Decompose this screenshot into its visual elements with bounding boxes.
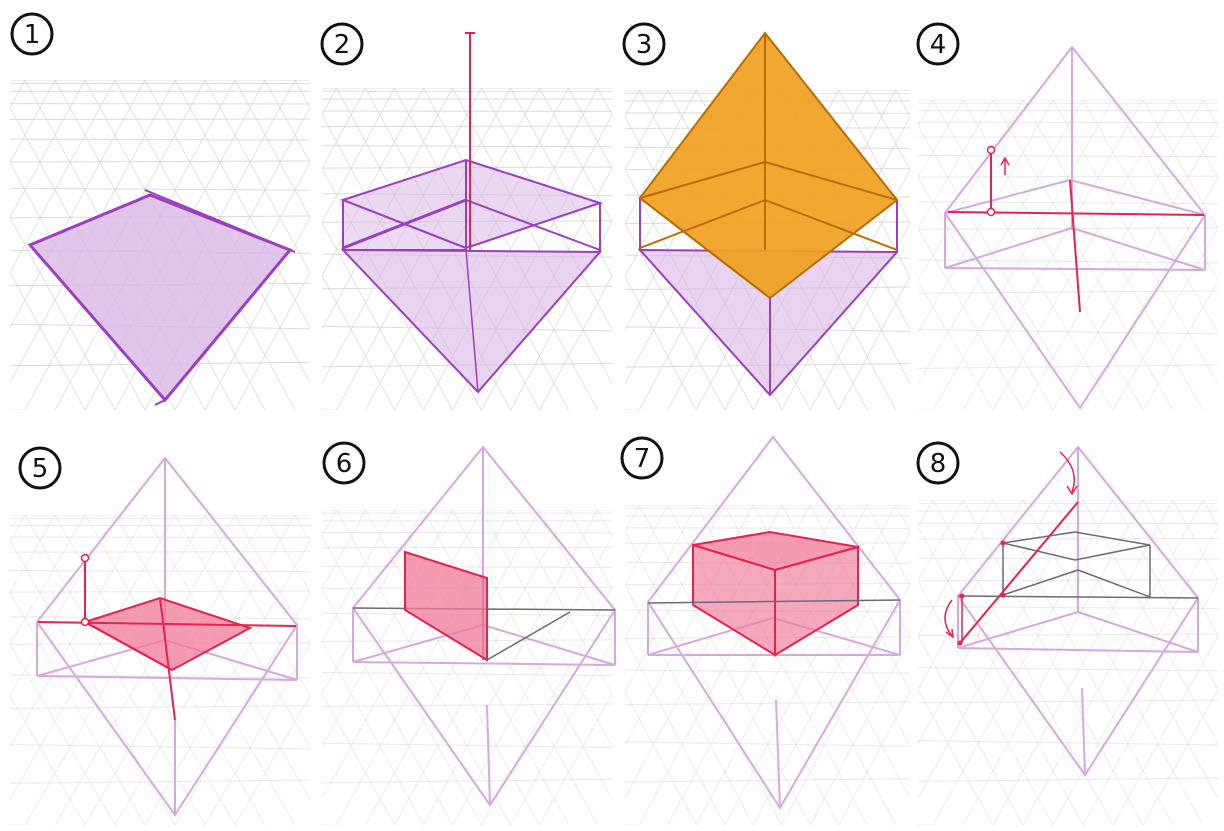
grid-line [918, 410, 1218, 416]
grid-line [10, 706, 310, 708]
grid-line [918, 156, 1218, 157]
panel-8-point [1001, 593, 1006, 598]
panel-7-number: 7 [634, 444, 651, 474]
grid-line [0, 515, 55, 825]
panel-8-point [1001, 541, 1006, 546]
grid-line [1053, 100, 1224, 410]
grid-line [10, 410, 310, 416]
panel-7: 7 [440, 437, 1096, 831]
grid-line [918, 668, 1218, 671]
grid-line [322, 566, 612, 567]
grid-line [322, 410, 612, 416]
panel-6-number: 6 [336, 449, 353, 479]
panel-5-measure-top [82, 555, 89, 562]
grid-line [10, 825, 310, 831]
grid-line [1173, 500, 1224, 825]
panel-8-point [960, 594, 965, 599]
panel-4-measure-bottom [988, 209, 995, 216]
grid-line [924, 505, 1095, 825]
grid-line [625, 779, 910, 782]
grid-line [625, 410, 910, 416]
grid-line [322, 779, 612, 782]
grid-line [1173, 100, 1224, 410]
grid-line [918, 825, 1218, 831]
panel-4-number: 4 [930, 30, 947, 60]
grid-line [896, 90, 1067, 410]
grid-line [625, 825, 910, 831]
grid-line [867, 505, 1038, 825]
grid-line [625, 670, 910, 673]
grid-line [1053, 100, 1224, 410]
grid-line [1143, 500, 1224, 825]
grid-line [0, 80, 25, 410]
panel-1-number: 1 [24, 20, 41, 50]
grid-line [1113, 100, 1224, 410]
grid-line [322, 704, 612, 706]
grid-line [10, 139, 310, 140]
panel-8-point [958, 641, 963, 646]
grid-line [10, 780, 310, 783]
panel-1-ground-plane [30, 195, 290, 400]
grid-line [625, 702, 910, 704]
grid-line [295, 515, 475, 825]
panel-1-edge-extension [155, 400, 165, 405]
grid-line [163, 510, 337, 825]
grid-line [322, 146, 612, 147]
grid-line [918, 778, 1218, 781]
grid-line [1143, 500, 1224, 825]
grid-line [0, 515, 25, 825]
grid-line [867, 90, 1038, 410]
grid-line [322, 672, 612, 675]
panel-5-measure-bottom [82, 619, 89, 626]
grid-line [192, 510, 366, 825]
grid-line [924, 90, 1095, 410]
grid-line [918, 291, 1218, 293]
grid-line [10, 571, 310, 572]
panel-8-number: 8 [930, 449, 947, 479]
panel-4-measure-top [988, 147, 995, 154]
grid-line [1113, 100, 1224, 410]
panel-2-number: 2 [334, 30, 351, 60]
panel-5-number: 5 [32, 454, 49, 484]
grid-line [918, 700, 1218, 702]
grid-line [896, 505, 1067, 825]
grid-line [134, 510, 308, 825]
grid-line [322, 825, 612, 831]
grid-line [918, 365, 1218, 368]
panel-3-number: 3 [636, 30, 653, 60]
